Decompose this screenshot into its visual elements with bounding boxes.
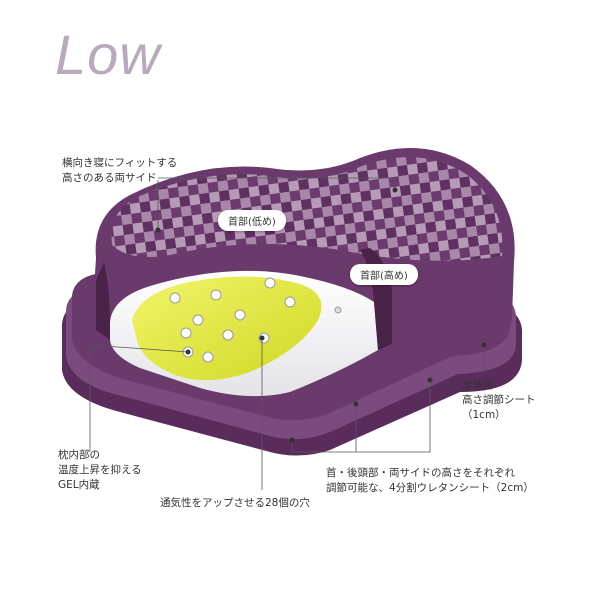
label-line: （1cm） [462,409,506,421]
label-line: GEL内蔵 [58,479,100,491]
label-line: 高さのある両サイド [62,172,157,184]
label-line: 高さ調節シート [462,394,536,406]
label-line: 枕内部の [58,449,100,461]
cube-texture-top [111,157,503,261]
product-title: Low [55,23,161,86]
cutaway-wall-left [96,262,110,340]
label-side-height: 横向き寝にフィットする 高さのある両サイド [62,156,177,186]
label-full-sheet: 全体用 高さ調節シート （1cm） [462,378,536,423]
label-line: 調節可能な、4分割ウレタンシート（2cm） [326,482,534,494]
label-gel: 枕内部の 温度上昇を抑える GEL内蔵 [58,448,142,493]
gel-insert [132,276,322,381]
label-neck-low: 首部(低め) [218,210,286,231]
label-holes: 通気性をアップさせる28個の穴 [160,497,310,509]
label-line: 横向き寝にフィットする [62,157,178,169]
air-holes [169,277,342,363]
leader-lines [89,177,487,490]
label-line: 全体用 [462,379,494,391]
label-line: 温度上昇を抑える [58,464,142,476]
label-line: 首・後頭部・両サイドの高さをそれぞれ [326,467,515,479]
label-urethane: 首・後頭部・両サイドの高さをそれぞれ 調節可能な、4分割ウレタンシート（2cm） [326,466,534,496]
label-neck-high: 首部(高め) [350,264,418,285]
